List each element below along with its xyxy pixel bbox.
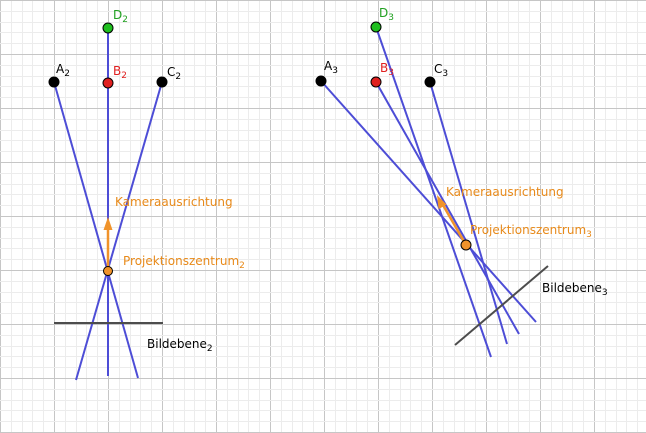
- label-image-plane-3: Bildebene3: [542, 281, 608, 298]
- label-c2: C2: [167, 65, 181, 82]
- ray-b3[interactable]: [375, 81, 520, 335]
- ray-a3[interactable]: [320, 80, 537, 323]
- label-b3: B3: [380, 61, 394, 78]
- scene-2: A2 B2 C2 D2 Kameraausrichtung Projektion…: [48, 8, 245, 381]
- point-a2[interactable]: [48, 76, 60, 88]
- point-b2[interactable]: [102, 77, 114, 89]
- ray-c3[interactable]: [429, 81, 508, 345]
- ray-a2[interactable]: [53, 81, 139, 379]
- point-d3[interactable]: [370, 21, 382, 33]
- ray-d3[interactable]: [375, 26, 492, 358]
- camera-direction-arrowhead-2: [103, 217, 113, 230]
- label-b2: B2: [113, 64, 127, 81]
- label-projection-center-2: Projektionszentrum2: [123, 254, 245, 271]
- camera-direction-vector-3[interactable]: [441, 204, 468, 246]
- label-camera-direction-2: Kameraausrichtung: [115, 195, 233, 209]
- point-c3[interactable]: [424, 76, 436, 88]
- point-c2[interactable]: [156, 76, 168, 88]
- scene-3: A3 B3 C3 D3 Kameraausrichtung Projektion…: [315, 6, 608, 358]
- label-c3: C3: [434, 62, 448, 79]
- ray-c2[interactable]: [75, 81, 163, 381]
- point-a3[interactable]: [315, 75, 327, 87]
- label-projection-center-3: Projektionszentrum3: [470, 223, 592, 240]
- point-d2[interactable]: [102, 22, 114, 34]
- label-a3: A3: [324, 59, 338, 76]
- image-plane-3[interactable]: [454, 265, 549, 346]
- point-b3[interactable]: [370, 76, 382, 88]
- label-image-plane-2: Bildebene2: [147, 337, 213, 354]
- label-a2: A2: [56, 62, 70, 79]
- label-d2: D2: [113, 8, 128, 25]
- label-d3: D3: [379, 6, 394, 23]
- projection-center-2[interactable]: [103, 266, 113, 276]
- camera-direction-arrowhead-3: [437, 195, 447, 210]
- label-camera-direction-3: Kameraausrichtung: [446, 185, 564, 199]
- projection-center-3[interactable]: [460, 239, 472, 251]
